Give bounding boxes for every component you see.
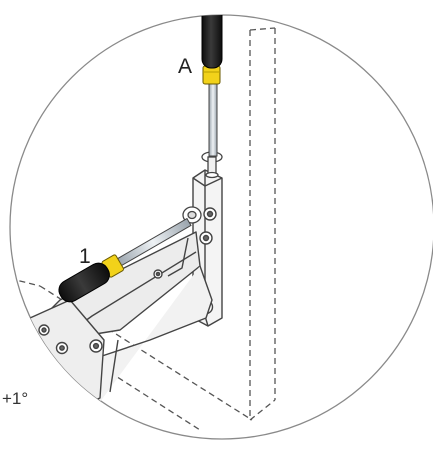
screwdriver-a [201, 15, 223, 157]
label-screwdriver-a: A [178, 55, 193, 78]
cabinet-panel-outline [249, 27, 276, 421]
screwdriver-1-handle [58, 262, 110, 303]
adjustment-angle-label: +1° [2, 389, 29, 408]
label-screwdriver-1: 1 [79, 245, 91, 268]
screwdriver-a-handle [201, 15, 223, 69]
screwdriver-a-collar [202, 65, 221, 85]
screwdriver-1 [58, 217, 192, 303]
